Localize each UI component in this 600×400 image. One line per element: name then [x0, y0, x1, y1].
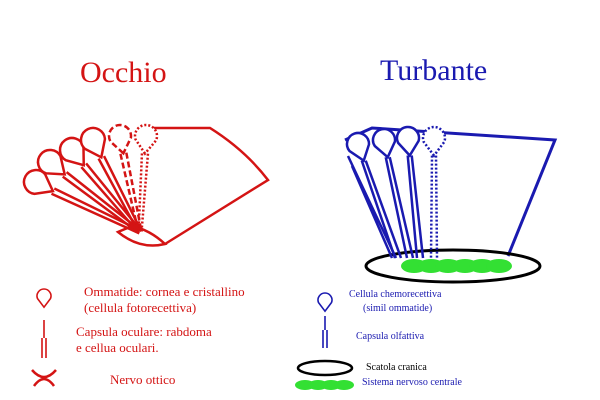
nervous-system-icon-segment — [334, 380, 354, 390]
turban-legend-icons — [295, 292, 354, 390]
turban-receptor-cell — [395, 125, 425, 259]
turban-cell-head — [395, 125, 421, 158]
legend-cns-label: Sistema nervoso centrale — [362, 377, 462, 388]
ocular-capsule-icon-shape — [41, 320, 47, 358]
chemoreceptor-cell-icon — [317, 292, 333, 313]
cns-segment — [486, 259, 512, 273]
nervous-system-icon — [295, 380, 354, 390]
turban-receptor-cells — [345, 125, 447, 259]
turban-diagram — [344, 125, 558, 284]
legend-skull-label: Scatola cranica — [366, 362, 427, 373]
central-nervous-system — [401, 259, 512, 273]
turban-outer-strands — [346, 155, 398, 259]
olfactory-capsule-icon — [322, 316, 328, 348]
eye-ommatidium — [133, 123, 159, 233]
eye-ommatidium-lens — [107, 123, 133, 156]
optic-nerve-icon-shape — [31, 369, 57, 387]
eye-ommatidia — [22, 123, 159, 235]
eye-diagram — [22, 123, 270, 247]
turban-cell-head — [371, 127, 397, 160]
legend-ocular-capsule-label: Capsula oculare: rabdoma e cellua ocular… — [76, 324, 212, 355]
skull-icon-shape — [296, 359, 354, 377]
eye-ommatidium-lens — [133, 123, 159, 156]
ocular-capsule-icon — [41, 320, 47, 358]
turban-receptor-cell — [371, 127, 415, 259]
legend-chemoreceptor-label: Cellula chemorecettiva — [349, 289, 442, 300]
legend-optic-nerve-label: Nervo ottico — [110, 372, 176, 387]
eye-diagram-title: Occhio — [80, 56, 167, 89]
turban-cell-stalk — [384, 156, 415, 259]
optic-nerve-icon — [31, 369, 57, 387]
skull-ellipse — [364, 248, 542, 284]
skull-icon — [296, 359, 354, 377]
ommatidium-icon — [36, 288, 52, 309]
turban-diagram-title: Turbante — [380, 54, 488, 87]
eye-ommatidium-lens — [36, 148, 67, 176]
eye-fan-outline — [150, 126, 270, 246]
legend-ommatidium-label: Ommatide: cornea e cristallino (cellula … — [84, 284, 245, 315]
turban-cell-stalk — [429, 155, 439, 259]
turban-cell-head — [421, 125, 447, 158]
turban-receptor-cell — [421, 125, 447, 259]
chemoreceptor-icon-shape — [317, 292, 333, 313]
olfactory-capsule-icon-shape — [322, 316, 328, 348]
eye-legend-icons — [31, 288, 57, 387]
eye-ommatidium-lens — [79, 126, 107, 160]
ommatidium-icon-shape — [36, 288, 52, 309]
eye-ommatidium-stalk — [137, 153, 150, 233]
legend-chemoreceptor-sublabel: (simil ommatide) — [363, 303, 433, 314]
turban-cell-stalk — [406, 155, 425, 259]
legend-olfactory-capsule-label: Capsula olfattiva — [356, 331, 425, 342]
turban-cell-head — [345, 131, 371, 163]
eye-ommatidium — [36, 148, 142, 235]
